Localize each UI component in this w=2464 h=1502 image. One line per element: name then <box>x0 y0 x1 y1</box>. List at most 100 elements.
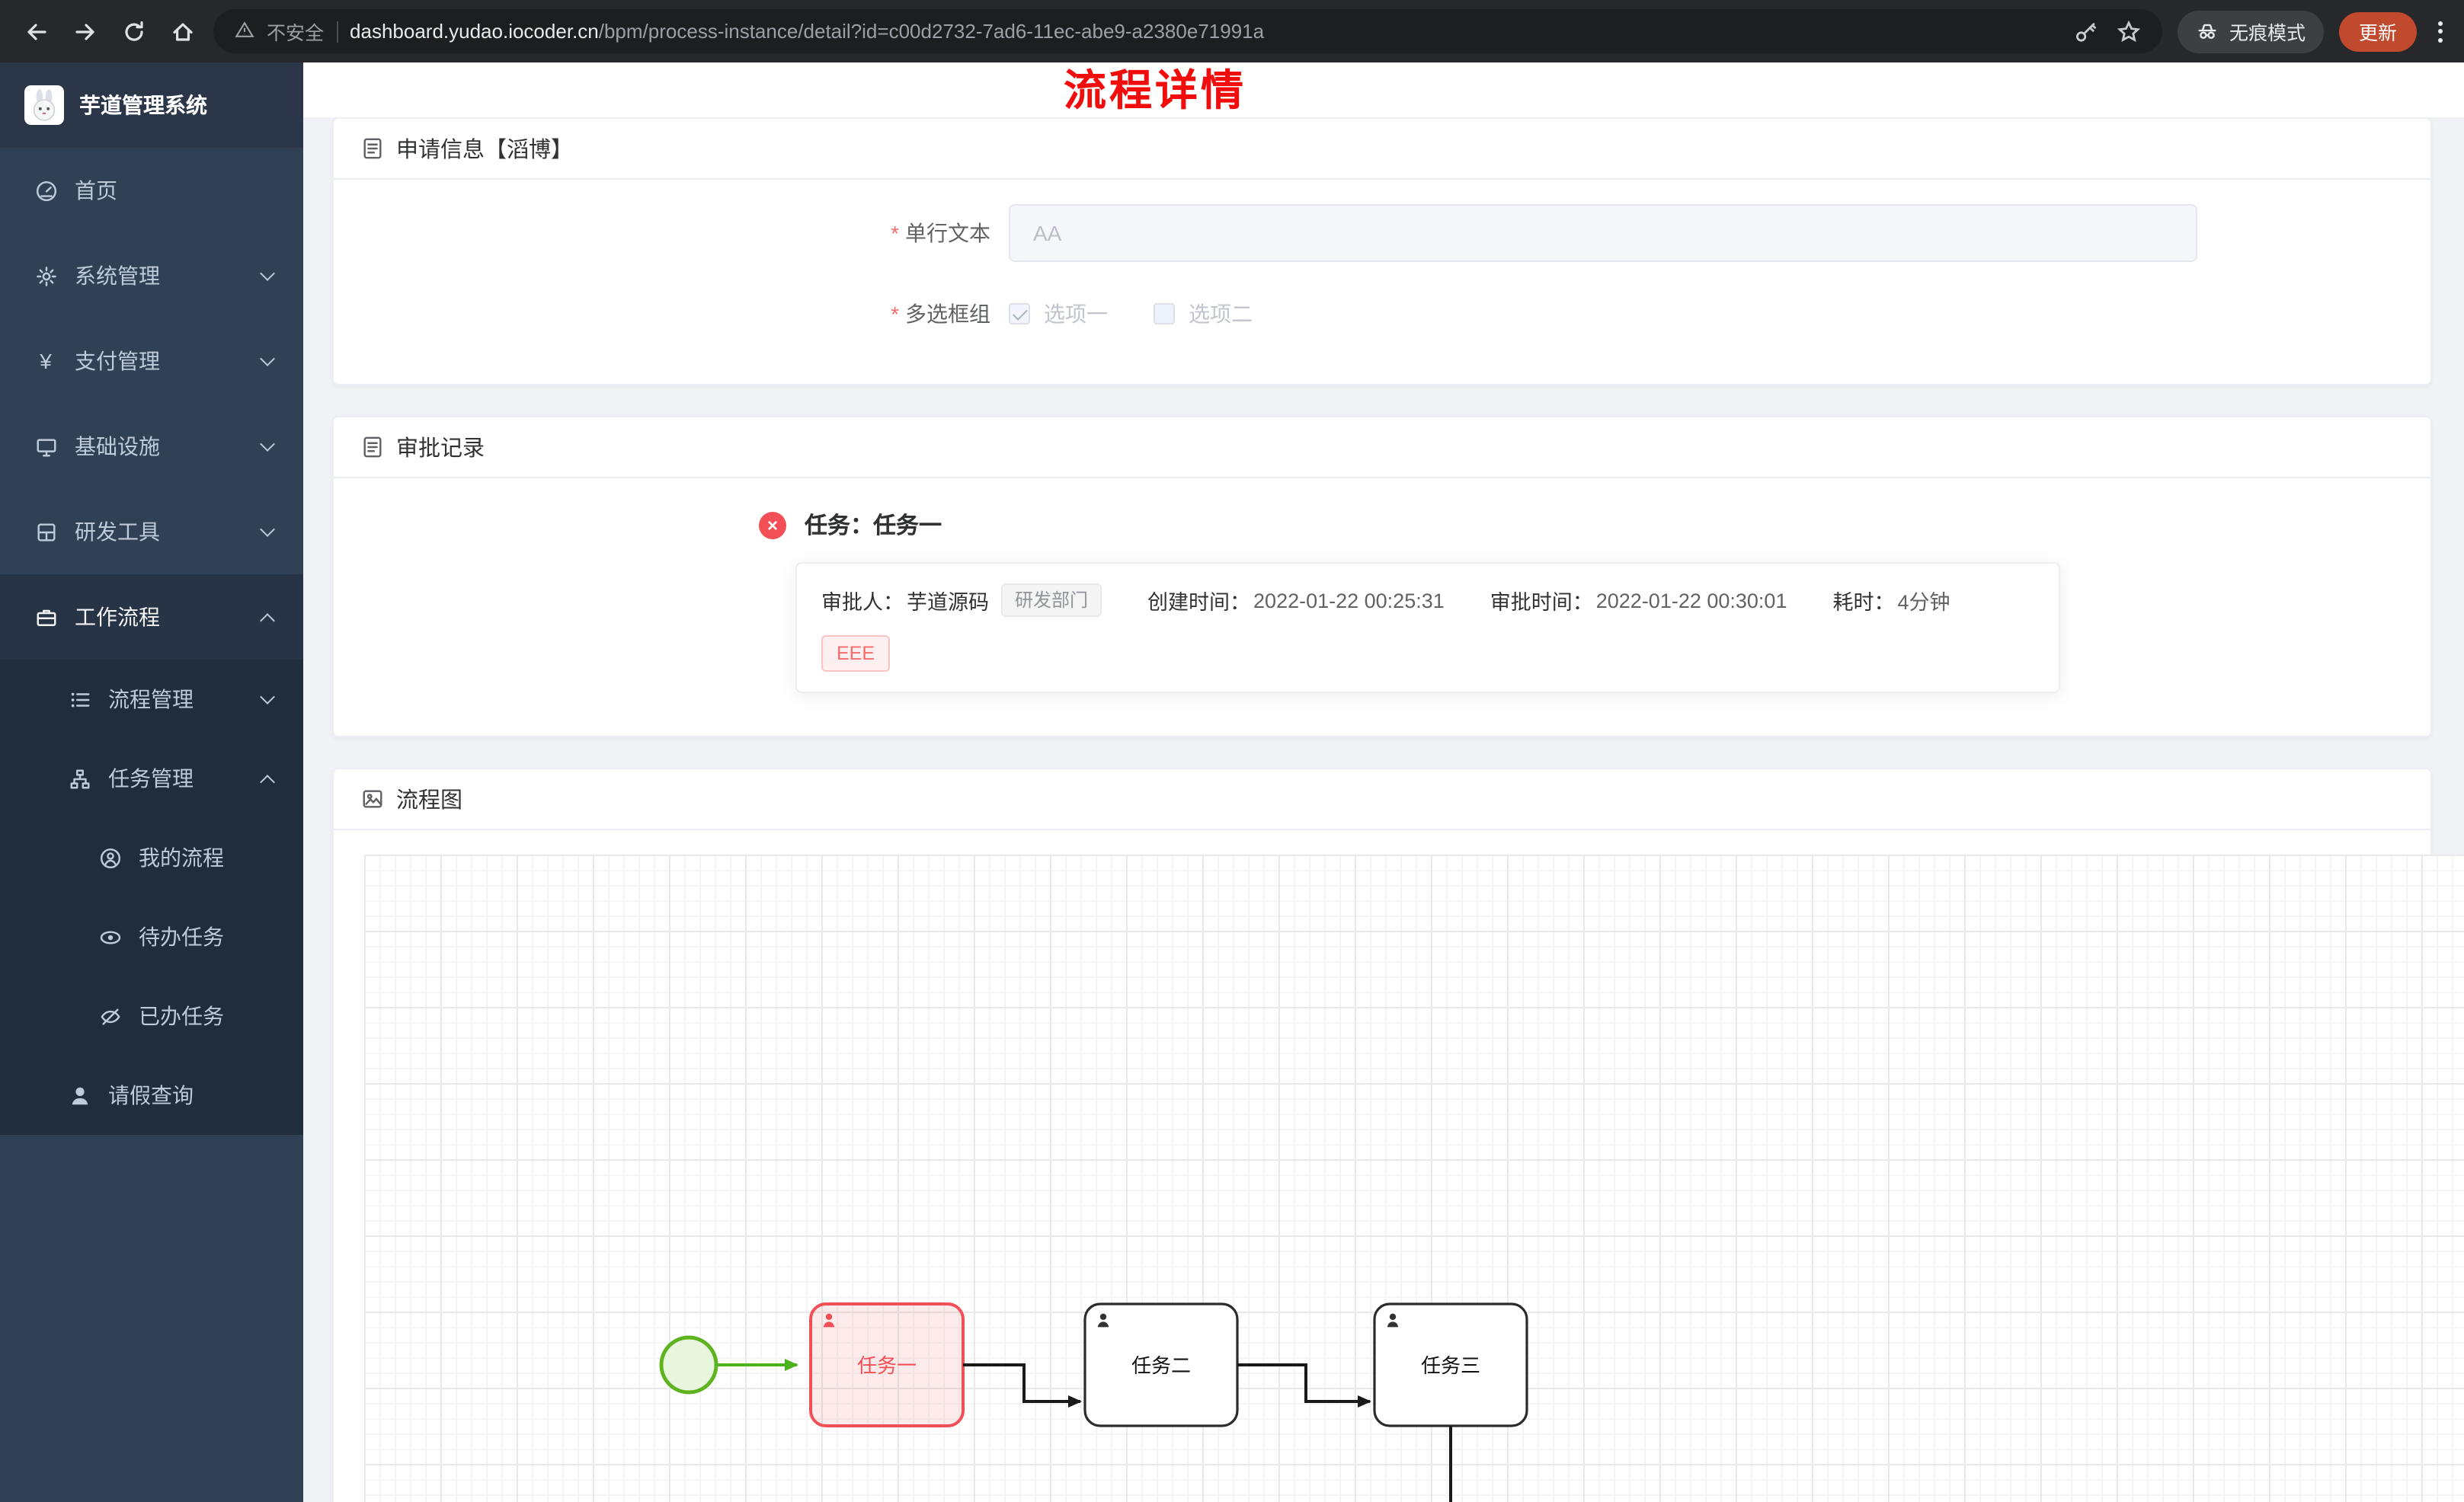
chevron-down-icon <box>260 436 275 452</box>
home-button[interactable] <box>162 10 204 53</box>
document-icon <box>363 138 382 159</box>
sidebar-menu: 首页 系统管理 ¥ 支付管理 基础设施 <box>0 148 303 1135</box>
chevron-up-icon <box>260 774 275 789</box>
sidebar-item-workflow[interactable]: 工作流程 <box>0 574 303 660</box>
infrastructure-monitor-icon <box>34 434 58 459</box>
chevron-down-icon <box>260 266 275 281</box>
form-row-text: *单行文本 AA <box>765 204 2400 262</box>
task3-label: 任务三 <box>1421 1354 1480 1377</box>
workflow-briefcase-icon <box>34 605 58 629</box>
todo-tasks-eye-icon <box>98 925 122 949</box>
task-status-error-icon: × <box>759 511 786 538</box>
task1-label: 任务一 <box>857 1354 917 1377</box>
approval-records-card-header: 审批记录 <box>334 417 2430 478</box>
browser-update-button[interactable]: 更新 <box>2338 11 2417 51</box>
sidebar-item-infrastructure[interactable]: 基础设施 <box>0 404 303 489</box>
sidebar-item-my-process[interactable]: 我的流程 <box>0 818 303 897</box>
chevron-down-icon <box>260 351 275 366</box>
task-management-branch-icon <box>67 766 91 791</box>
sidebar: 芋道管理系统 首页 系统管理 ¥ 支付管理 <box>0 62 303 1502</box>
sidebar-item-process-management[interactable]: 流程管理 <box>0 660 303 739</box>
sidebar-item-done-tasks[interactable]: 已办任务 <box>0 976 303 1056</box>
start-event-node[interactable] <box>659 1335 718 1395</box>
create-time-value: 2022-01-22 00:25:31 <box>1253 589 1445 612</box>
task1-node[interactable]: 任务一 <box>809 1302 965 1427</box>
sidebar-item-system-management[interactable]: 系统管理 <box>0 233 303 318</box>
page-title-strip: 流程详情 <box>303 62 2464 117</box>
flow-diagram-card-header: 流程图 <box>334 769 2430 830</box>
bookmark-star-icon[interactable] <box>2117 19 2141 43</box>
app-logo-rabbit-icon <box>24 85 64 125</box>
checkbox-option1[interactable]: 选项一 <box>1009 299 1108 329</box>
approve-time-label: 审批时间： <box>1490 591 1593 614</box>
flow-task2-to-task3[interactable] <box>1237 1363 1371 1408</box>
application-info-card: 申请信息【滔博】 *单行文本 AA *多选框组 选项一 选项二 <box>332 117 2432 385</box>
incognito-badge: 无痕模式 <box>2177 10 2324 53</box>
back-button[interactable] <box>15 10 58 53</box>
text-field-input[interactable]: AA <box>1009 204 2197 262</box>
sidebar-item-leave-query[interactable]: 请假查询 <box>0 1056 303 1135</box>
dashboard-icon <box>34 178 58 203</box>
url-text: dashboard.yudao.iocoder.cn/bpm/process-i… <box>350 20 1265 43</box>
duration-label: 耗时： <box>1832 591 1895 614</box>
refresh-button[interactable] <box>113 10 155 53</box>
user-task-icon <box>1097 1313 1109 1328</box>
approve-time-value: 2022-01-22 00:30:01 <box>1595 589 1787 612</box>
task3-node[interactable]: 任务三 <box>1373 1302 1528 1427</box>
address-bar[interactable]: 不安全 dashboard.yudao.iocoder.cn/bpm/proce… <box>213 9 2162 53</box>
application-info-card-header: 申请信息【滔博】 <box>334 119 2430 180</box>
settings-gear-icon <box>34 264 58 288</box>
record-icon <box>363 436 382 458</box>
task2-label: 任务二 <box>1131 1354 1191 1377</box>
sidebar-item-devtools[interactable]: 研发工具 <box>0 489 303 574</box>
sidebar-item-todo-tasks[interactable]: 待办任务 <box>0 897 303 976</box>
page-title: 流程详情 <box>1063 67 1246 114</box>
security-label: 不安全 <box>267 23 325 44</box>
sidebar-item-payment-management[interactable]: ¥ 支付管理 <box>0 318 303 404</box>
main-content: 流程详情 申请信息【滔博】 *单行文本 AA *多选框组 选项一 <box>303 62 2464 1502</box>
browser-menu-button[interactable] <box>2432 14 2449 48</box>
flow-diagram-card: 流程图 <box>332 768 2464 1502</box>
sidebar-item-task-management[interactable]: 任务管理 <box>0 739 303 818</box>
duration-value: 4分钟 <box>1897 591 1950 614</box>
form-row-checkbox: *多选框组 选项一 选项二 <box>765 299 2400 329</box>
payment-yen-icon: ¥ <box>40 349 52 373</box>
user-task-icon <box>1387 1313 1399 1328</box>
approver-name: 芋道源码 <box>907 591 989 614</box>
checkbox-group-label: *多选框组 <box>891 302 990 326</box>
bpmn-canvas[interactable]: 任务一 任务二 <box>364 855 2464 1502</box>
not-secure-warning-icon <box>235 19 254 43</box>
approval-detail-card: 审批人： 芋道源码 研发部门 创建时间： 2022-01-22 00:25:31… <box>795 562 2060 693</box>
back-arrow-icon <box>27 23 46 40</box>
chevron-up-icon <box>260 612 275 628</box>
done-tasks-icon <box>98 1004 122 1028</box>
approval-records-card: 审批记录 × 任务：任务一 审批人： 芋道源码 研发部门 <box>332 416 2432 737</box>
department-tag: 研发部门 <box>1001 583 1102 617</box>
app-title: 芋道管理系统 <box>79 93 207 117</box>
browser-toolbar: 不安全 dashboard.yudao.iocoder.cn/bpm/proce… <box>0 0 2464 62</box>
my-process-user-circle-icon <box>98 845 122 870</box>
flow-task1-to-task2[interactable] <box>963 1363 1082 1408</box>
forward-button[interactable] <box>64 10 107 53</box>
password-key-icon[interactable] <box>2074 19 2098 43</box>
chevron-down-icon <box>260 689 275 705</box>
task2-node[interactable]: 任务二 <box>1083 1302 1239 1427</box>
checkbox-checked-icon <box>1009 303 1030 324</box>
checkbox-option2[interactable]: 选项二 <box>1154 299 1253 329</box>
sidebar-item-home[interactable]: 首页 <box>0 148 303 233</box>
approver-label: 审批人： <box>821 591 904 614</box>
process-management-list-icon <box>67 687 91 711</box>
diagram-image-icon <box>363 790 382 808</box>
devtools-cabinet-icon <box>34 519 58 544</box>
user-task-icon <box>823 1313 835 1328</box>
chevron-down-icon <box>260 522 275 537</box>
incognito-spy-icon <box>2198 24 2216 40</box>
leave-query-user-icon <box>67 1083 91 1107</box>
address-separator <box>336 21 338 42</box>
create-time-label: 创建时间： <box>1147 591 1251 614</box>
incognito-label: 无痕模式 <box>2229 23 2306 44</box>
checkbox-unchecked-icon <box>1154 303 1175 324</box>
task-title: 任务：任务一 <box>805 513 942 539</box>
home-icon <box>173 22 193 40</box>
